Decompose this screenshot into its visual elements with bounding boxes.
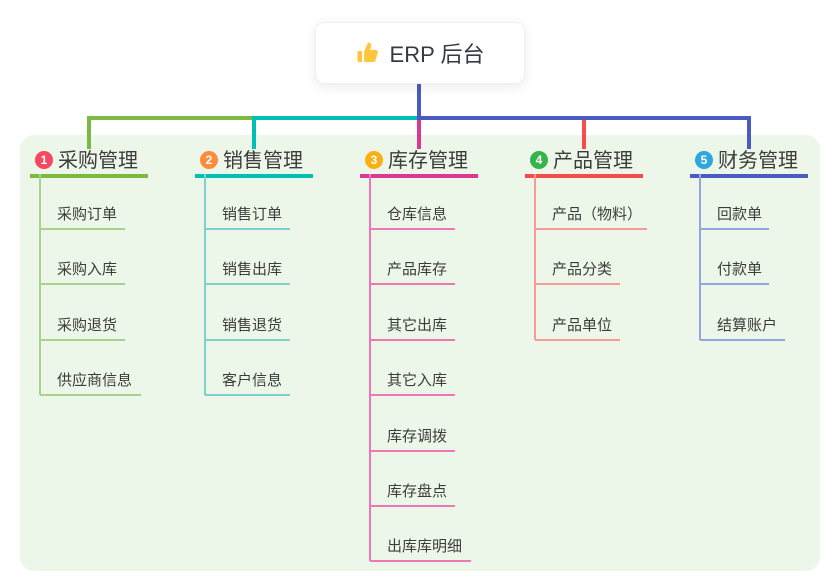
child-node[interactable]: 客户信息 (222, 372, 283, 389)
child-node[interactable]: 回款单 (717, 206, 763, 223)
branch-badge-2: 2 (200, 151, 218, 169)
child-node[interactable]: 结算账户 (717, 317, 778, 334)
branch-node-4[interactable]: 产品管理 (553, 150, 633, 172)
child-node[interactable]: 库存调拨 (387, 428, 448, 445)
child-node[interactable]: 仓库信息 (387, 206, 448, 223)
child-node[interactable]: 采购订单 (57, 206, 118, 223)
child-node[interactable]: 产品单位 (552, 317, 613, 334)
child-node[interactable]: 采购退货 (57, 317, 118, 334)
branch-badge-3: 3 (365, 151, 383, 169)
child-node[interactable]: 库存盘点 (387, 483, 448, 500)
branch-node-1[interactable]: 采购管理 (58, 150, 138, 172)
child-node[interactable]: 其它入库 (387, 372, 448, 389)
child-node[interactable]: 产品（物料） (552, 206, 643, 223)
branch-badge-4: 4 (530, 151, 548, 169)
branch-node-2[interactable]: 销售管理 (223, 150, 303, 172)
child-node[interactable]: 供应商信息 (57, 372, 133, 389)
child-node[interactable]: 采购入库 (57, 261, 118, 278)
child-node[interactable]: 产品分类 (552, 261, 613, 278)
branch-node-3[interactable]: 库存管理 (388, 150, 468, 172)
child-node[interactable]: 销售订单 (222, 206, 283, 223)
root-node-label: ERP 后台 (389, 42, 485, 67)
connector-line (419, 116, 751, 149)
child-node[interactable]: 销售退货 (222, 317, 283, 334)
root-node[interactable]: ERP 后台 (315, 22, 525, 84)
child-node[interactable]: 其它出库 (387, 317, 448, 334)
branch-group-panel (20, 135, 820, 571)
branch-node-5[interactable]: 财务管理 (718, 150, 798, 172)
connector-line (252, 116, 419, 149)
branch-badge-5: 5 (695, 151, 713, 169)
child-node[interactable]: 产品库存 (387, 261, 448, 278)
child-node[interactable]: 付款单 (717, 261, 763, 278)
thumbs-up-icon (357, 42, 378, 62)
child-node[interactable]: 销售出库 (222, 261, 283, 278)
child-node[interactable]: 出库库明细 (387, 538, 463, 555)
branch-badge-1: 1 (35, 151, 53, 169)
